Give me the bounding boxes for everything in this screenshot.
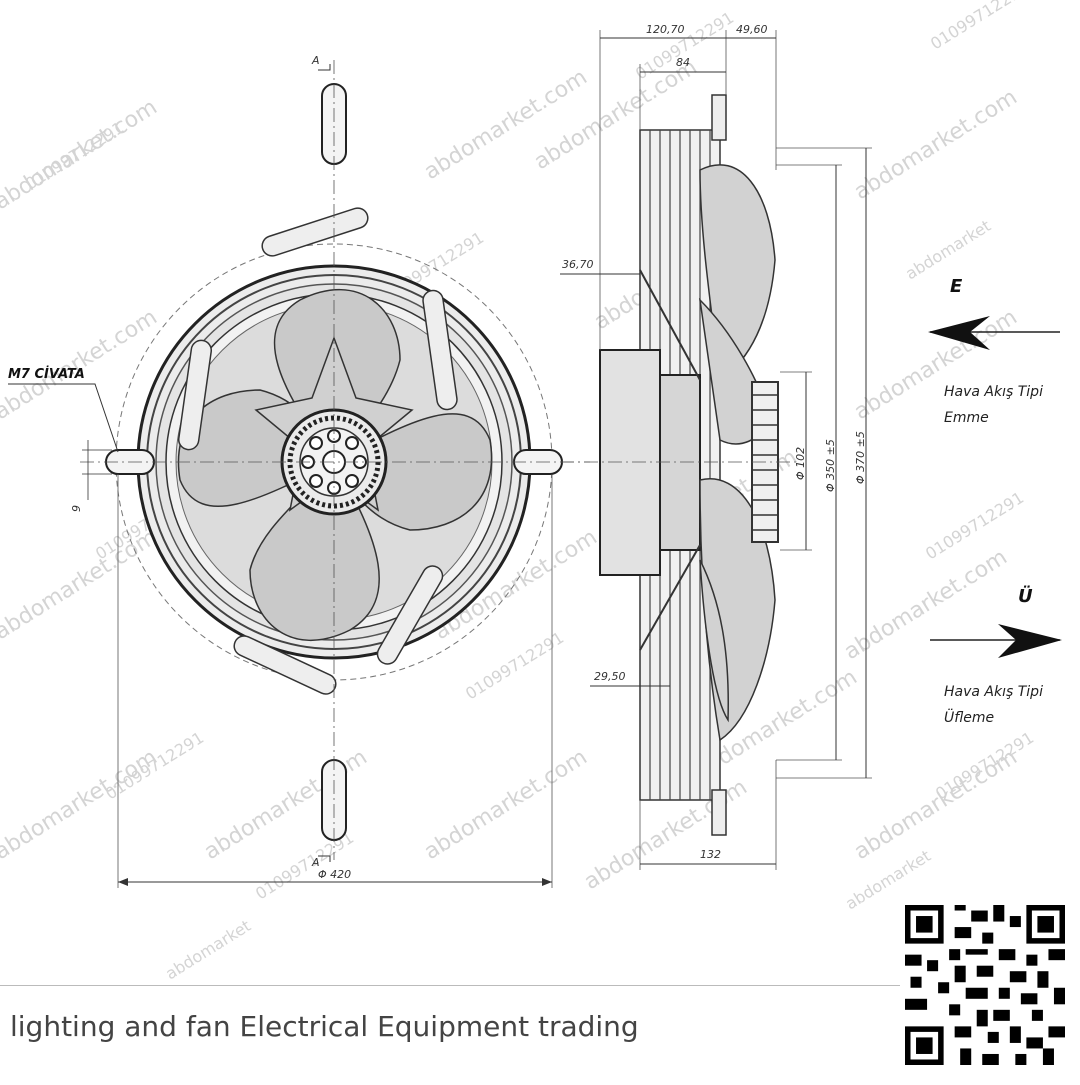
watermark: abdomarket.com — [420, 65, 592, 185]
motor-body — [599, 349, 661, 576]
watermark: abdomarket.com — [0, 305, 162, 425]
watermark: abdomarket.com — [420, 745, 592, 865]
blow-arrow-icon — [998, 624, 1062, 658]
watermark: abdomarket — [162, 916, 254, 983]
section-mark-bottom: A — [311, 856, 320, 869]
watermark: abdomarket — [902, 216, 994, 283]
dim-d370: Φ 370 ±5 — [854, 431, 867, 484]
side-blades — [698, 164, 776, 742]
watermark: 01099712291 — [462, 628, 567, 703]
suction-arrow-icon — [928, 316, 990, 350]
watermark: 01099712291 — [22, 118, 127, 193]
side-view: 120,70 49,60 84 36,70 29,50 132 Φ 102 Φ … — [560, 23, 872, 870]
dim-49-60: 49,60 — [736, 23, 768, 36]
watermark: abdomarket.com — [850, 305, 1022, 425]
dim-diameter-420: Φ 420 — [318, 868, 351, 881]
suction-line2: Emme — [944, 410, 989, 426]
watermark: abdomarket.com — [0, 525, 162, 645]
footer-divider — [0, 985, 900, 986]
bolt-label: M7 CİVATA — [8, 366, 85, 382]
side-tab-top — [711, 94, 727, 141]
dim-29-50: 29,50 — [594, 670, 626, 683]
blow-line2: Üfleme — [944, 708, 994, 726]
qr-code-icon — [905, 905, 1065, 1065]
side-tab-bottom — [711, 789, 727, 836]
watermark: 01099712291 — [252, 828, 357, 903]
blow-line1: Hava Akış Tipi — [944, 684, 1043, 700]
motor-flange — [659, 374, 701, 551]
watermark: abdomarket.com — [850, 85, 1022, 205]
dim-d102: Φ 102 — [794, 447, 807, 480]
blade-slots — [177, 207, 458, 695]
watermark: 01099712291 — [922, 488, 1027, 563]
dim-84: 84 — [676, 56, 690, 69]
suction-letter: E — [950, 276, 963, 297]
watermark: abdomarket — [842, 846, 934, 913]
dim-132: 132 — [700, 848, 721, 861]
blow-letter: Ü — [1018, 585, 1033, 607]
footer-caption: lighting and fan Electrical Equipment tr… — [10, 1010, 639, 1043]
dim-36-70: 36,70 — [562, 258, 594, 271]
front-view: A A M7 CİVATA 9 Φ 420 — [8, 54, 590, 888]
airflow-legend: E Hava Akış Tipi Emme Ü Hava Akış Tipi Ü… — [928, 276, 1062, 726]
suction-line1: Hava Akış Tipi — [944, 384, 1043, 400]
dim-hole: 9 — [70, 505, 83, 512]
dim-120-70: 120,70 — [646, 23, 685, 36]
watermark: abdomarket.com — [0, 745, 162, 865]
watermark: 01099712291 — [927, 0, 1032, 53]
section-mark-top: A — [311, 54, 320, 67]
technical-drawing: abdomarket.com 01099712291 abdomarket.co… — [0, 0, 1062, 983]
dim-d350: Φ 350 ±5 — [824, 439, 837, 492]
